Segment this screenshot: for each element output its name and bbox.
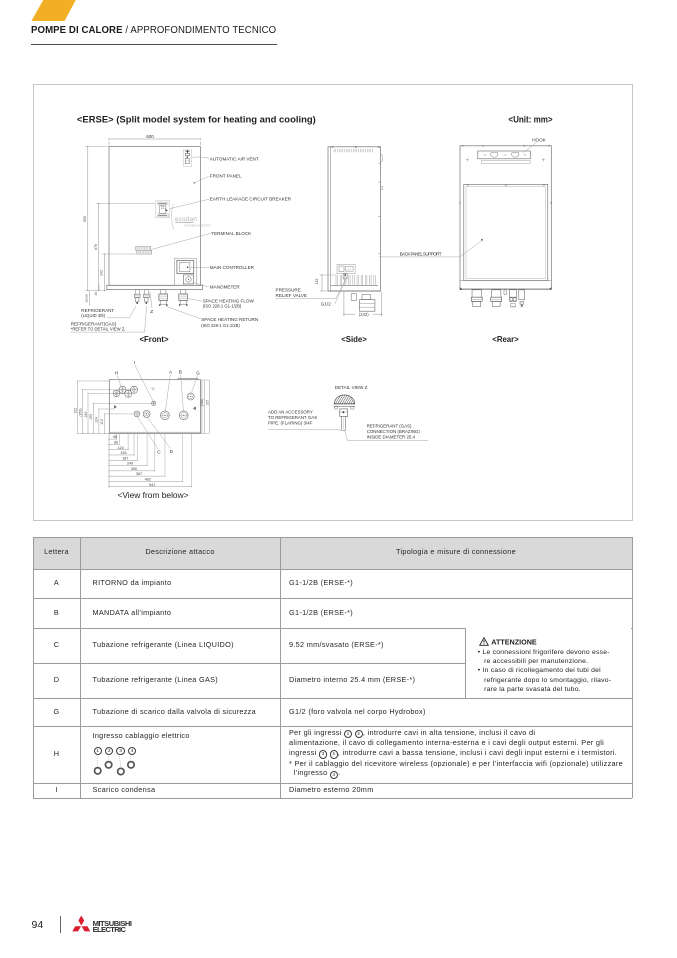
svg-text:119: 119 <box>315 279 319 285</box>
svg-text:676: 676 <box>94 244 98 250</box>
svg-text:A: A <box>169 370 173 376</box>
svg-text:110: 110 <box>100 419 104 425</box>
svg-text:MITSUBISHI ELECTRIC: MITSUBISHI ELECTRIC <box>184 225 210 228</box>
svg-text:(ISO 228-1 G1-1/2B): (ISO 228-1 G1-1/2B) <box>201 323 240 328</box>
svg-text:RELIEF VALVE: RELIEF VALVE <box>276 293 308 298</box>
svg-text:124: 124 <box>95 417 99 423</box>
svg-text:<Rear>: <Rear> <box>492 335 519 344</box>
svg-text:66: 66 <box>114 440 118 444</box>
svg-text:950: 950 <box>83 216 87 222</box>
svg-text:(242): (242) <box>359 312 369 317</box>
svg-text:DETAIL VIEW Z: DETAIL VIEW Z <box>335 385 368 390</box>
svg-text:<Unit: mm>: <Unit: mm> <box>508 114 553 125</box>
svg-text:D: D <box>170 449 174 455</box>
svg-text:I: I <box>134 360 135 366</box>
svg-text:FRONT PANEL: FRONT PANEL <box>210 173 242 178</box>
svg-text:INSIDE DIAMETER 25.4: INSIDE DIAMETER 25.4 <box>367 434 416 439</box>
svg-text:300: 300 <box>131 467 137 471</box>
svg-text:AUTOMATIC AIR VENT: AUTOMATIC AIR VENT <box>210 156 259 161</box>
svg-text:REFRIGERANT(GAS): REFRIGERANT(GAS) <box>71 321 117 326</box>
svg-text:BACK PANEL SUPPORT: BACK PANEL SUPPORT <box>400 251 442 256</box>
svg-text:B: B <box>179 370 182 376</box>
svg-text:40: 40 <box>94 292 98 296</box>
svg-text:ADD AN ACCESSORY: ADD AN ACCESSORY <box>268 409 313 414</box>
svg-text:ELECTRIC: ELECTRIC <box>93 924 127 932</box>
svg-text:100±5: 100±5 <box>84 294 88 303</box>
svg-text:G1/2: G1/2 <box>321 302 331 307</box>
svg-text:MAIN CONTROLLER: MAIN CONTROLLER <box>210 265 255 270</box>
svg-text:242: 242 <box>99 270 103 276</box>
svg-text:(LIQUID 3/8): (LIQUID 3/8) <box>81 313 105 318</box>
svg-text:SPACE HEATING FLOW: SPACE HEATING FLOW <box>203 298 255 303</box>
svg-text:PIPE. (FLARING) 3/4F: PIPE. (FLARING) 3/4F <box>268 421 313 426</box>
svg-text:<Side>: <Side> <box>341 335 367 344</box>
svg-text:600: 600 <box>146 134 154 139</box>
svg-text:HOOK: HOOK <box>532 137 546 142</box>
svg-text:124: 124 <box>117 446 123 450</box>
svg-text:TERMINAL BLOCK: TERMINAL BLOCK <box>211 231 252 236</box>
svg-text:48: 48 <box>113 435 117 439</box>
svg-text:G: G <box>196 370 200 376</box>
svg-text:<View from below>: <View from below> <box>117 490 188 500</box>
svg-text:PRESSURE: PRESSURE <box>276 287 301 292</box>
svg-text:193: 193 <box>89 414 93 420</box>
svg-text:(348): (348) <box>200 399 204 407</box>
svg-text:(ISO 228-1 G1-1/2B): (ISO 228-1 G1-1/2B) <box>203 304 242 309</box>
svg-text:*REFER TO DETAIL VIEW Z.: *REFER TO DETAIL VIEW Z. <box>71 327 126 332</box>
svg-text:TO REFRIGERANT GAS: TO REFRIGERANT GAS <box>268 415 317 420</box>
svg-text:CONNECTION (BRAZING): CONNECTION (BRAZING) <box>367 429 421 434</box>
svg-text:SPACE HEATING RETURN: SPACE HEATING RETURN <box>201 317 258 322</box>
svg-text:187: 187 <box>122 456 128 460</box>
svg-text:↓ 1.2: ↓ 1.2 <box>346 268 352 271</box>
svg-text:MANOMETER: MANOMETER <box>210 284 241 289</box>
svg-text:231: 231 <box>74 408 78 414</box>
svg-text:H: H <box>115 370 119 376</box>
svg-text:367: 367 <box>136 472 142 476</box>
svg-text:ecodan: ecodan <box>175 216 197 223</box>
svg-text:EARTH LEAKAGE CIRCUIT BREAKER: EARTH LEAKAGE CIRCUIT BREAKER <box>210 197 292 202</box>
svg-text:<Front>: <Front> <box>139 335 168 344</box>
svg-text:(269): (269) <box>78 408 82 416</box>
svg-text:327: 327 <box>205 400 209 406</box>
svg-text:C: C <box>157 449 161 455</box>
svg-text:163: 163 <box>120 451 126 455</box>
svg-text:<ERSE> (Split model system for: <ERSE> (Split model system for heating a… <box>77 114 316 125</box>
svg-text:482: 482 <box>145 478 151 482</box>
svg-text:Z: Z <box>150 309 153 315</box>
svg-text:249: 249 <box>127 462 133 466</box>
svg-text:REFRIGERANT: REFRIGERANT <box>81 308 114 313</box>
svg-text:541: 541 <box>149 483 155 487</box>
svg-text:REFRIGERANT (GAS): REFRIGERANT (GAS) <box>367 424 412 429</box>
svg-text:242: 242 <box>84 412 88 418</box>
svg-text:MITSUBISHI: MITSUBISHI <box>93 919 132 928</box>
